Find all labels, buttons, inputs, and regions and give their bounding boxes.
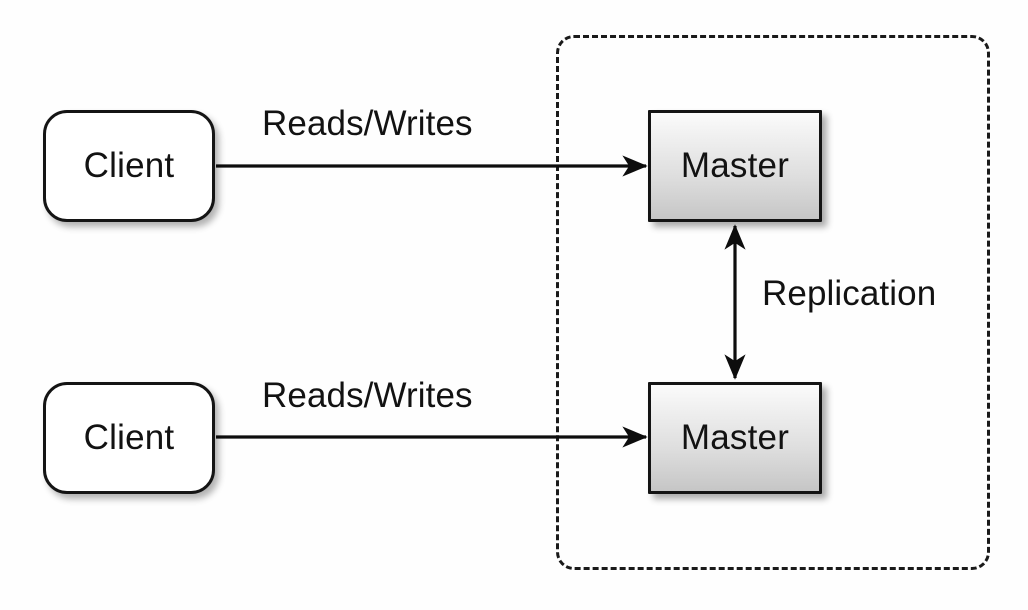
node-label: Master — [680, 418, 790, 457]
node-client-top[interactable]: Client — [43, 110, 215, 222]
node-label: Master — [680, 146, 790, 185]
edge-label-replication: Replication — [762, 274, 937, 313]
edge-label-reads-writes-top: Reads/Writes — [262, 104, 473, 143]
edge-label-reads-writes-bottom: Reads/Writes — [262, 376, 473, 415]
node-label: Client — [83, 146, 175, 185]
node-master-bottom[interactable]: Master — [648, 382, 822, 494]
node-label: Client — [83, 418, 175, 457]
node-client-bottom[interactable]: Client — [43, 382, 215, 494]
node-master-top[interactable]: Master — [648, 110, 822, 222]
